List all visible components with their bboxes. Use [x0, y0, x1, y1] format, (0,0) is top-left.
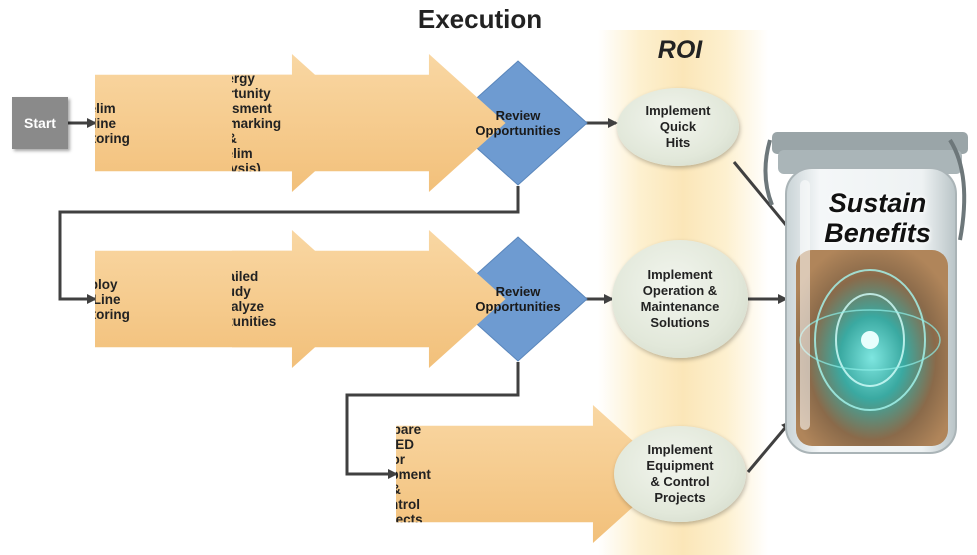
- connector-review1-to-row2: [58, 186, 520, 304]
- execution-title: Execution: [417, 4, 543, 34]
- roi-title: ROI: [657, 36, 703, 64]
- arrow-equipment-to-jar: [746, 420, 792, 473]
- start-box: Start: [12, 97, 68, 149]
- jar-image: [763, 132, 968, 454]
- connector-review2-to-row3: [345, 362, 520, 479]
